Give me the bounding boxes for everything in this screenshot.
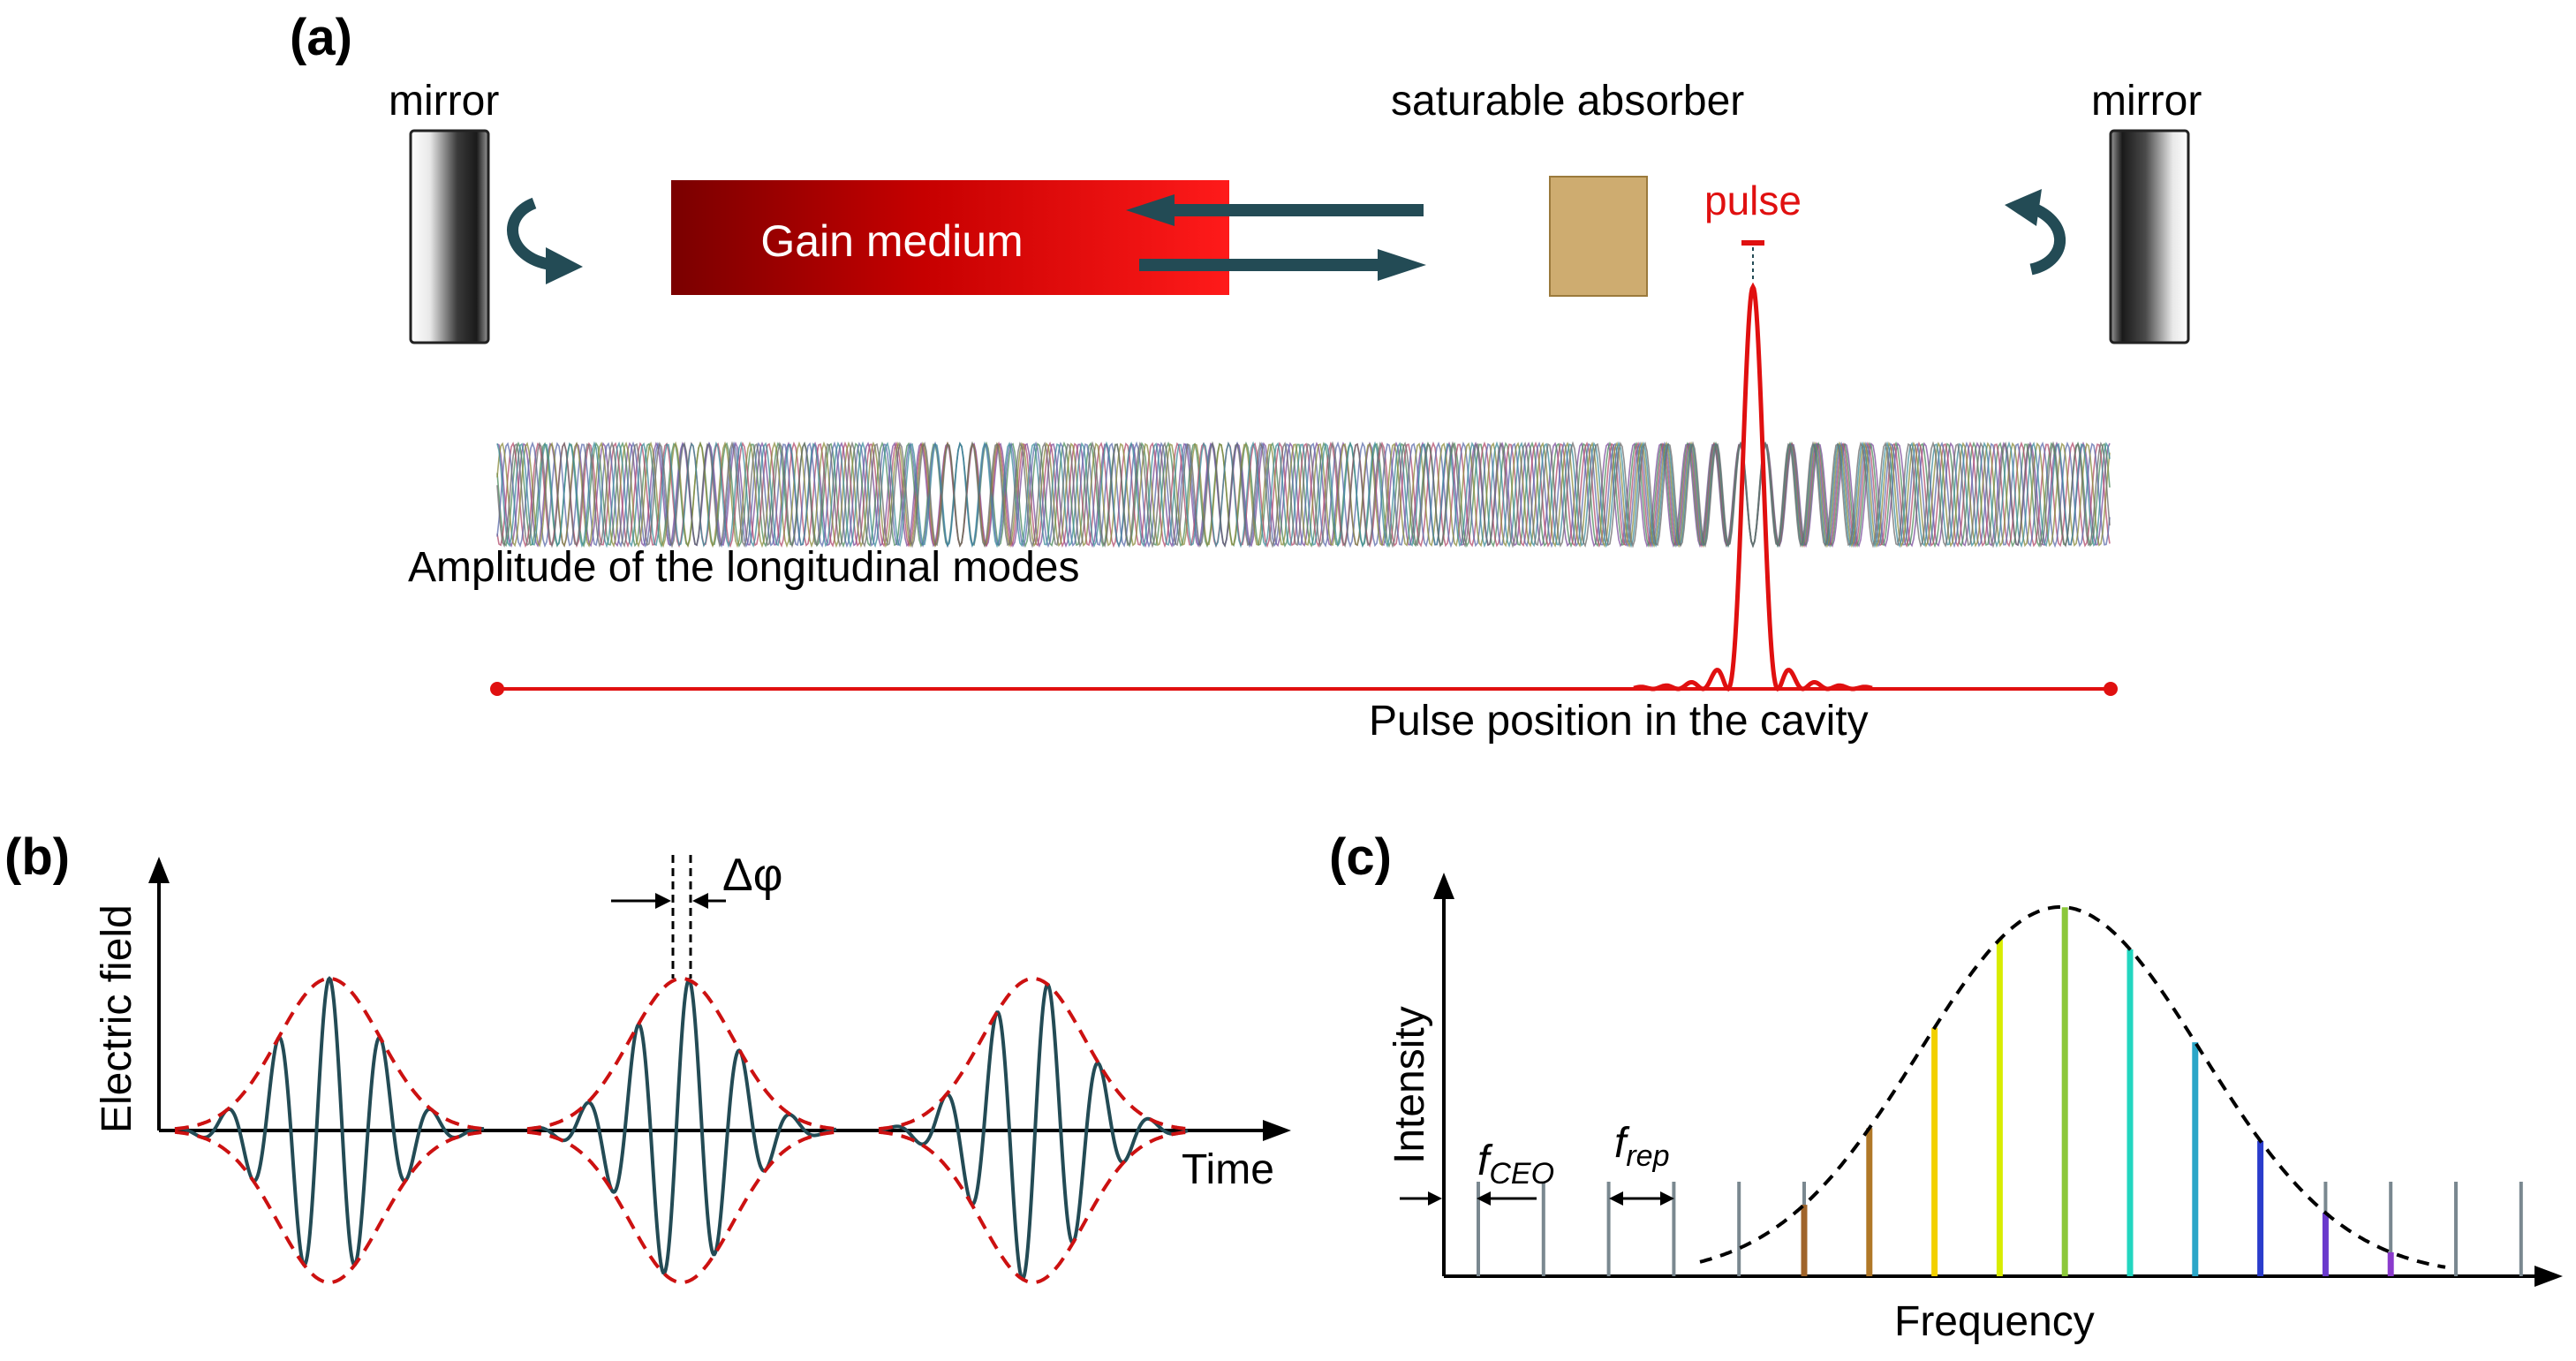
panel-b-x-axis-label: Time: [1182, 1146, 1274, 1193]
longitudinal-mode: [496, 441, 2111, 548]
gain-medium: [671, 180, 1229, 295]
longitudinal-mode: [496, 441, 2111, 548]
panel-c-label: (c): [1329, 828, 1392, 886]
left-mirror: [409, 129, 490, 344]
pulse-envelope: [878, 1130, 1189, 1284]
phase-arrow-left-head-icon: [655, 893, 671, 909]
panel-b-x-axis-arrow-icon: [1263, 1120, 1291, 1141]
f-rep-arrow-right-head-icon: [1660, 1191, 1674, 1206]
f-rep-label: frep: [1614, 1120, 1669, 1173]
panel-b-y-axis-arrow-icon: [148, 857, 170, 883]
panel-a: (a) mirror mirror saturable absorber Gai…: [290, 9, 2202, 745]
pulse-train: [174, 976, 1189, 1284]
forward-propagation-arrow-icon: [1139, 249, 1426, 281]
f-ceo-arrow-left-head-icon: [1428, 1191, 1442, 1206]
f-rep-arrow-left-head-icon: [1609, 1191, 1623, 1206]
panel-b-label: (b): [4, 828, 70, 886]
saturable-absorber-label: saturable absorber: [1391, 78, 1744, 125]
f-ceo-label: fCEO: [1477, 1138, 1554, 1191]
panel-b: (b) Electric field Time Δφ: [4, 828, 1291, 1284]
pulse-envelope: [878, 977, 1189, 1131]
pulse-carrier-wave: [526, 977, 837, 1276]
cavity-axis-label: Pulse position in the cavity: [1369, 698, 1869, 745]
spectral-envelope: [1699, 905, 2446, 1269]
panel-c-y-axis-arrow-icon: [1433, 873, 1454, 899]
panel-b-y-axis-label: Electric field: [94, 904, 140, 1133]
pulse-marker: [1741, 240, 1764, 246]
panel-c: (c) Intensity Frequency fCEO frep: [1329, 828, 2563, 1345]
longitudinal-mode: [496, 441, 2111, 548]
cavity-axis-right-end: [2104, 682, 2118, 696]
frequency-comb: [1477, 907, 2523, 1276]
pulse-carrier-wave: [878, 982, 1189, 1282]
phase-shift-label: Δφ: [722, 850, 782, 901]
backward-propagation-arrow-icon: [1126, 194, 1424, 226]
mirror-left-label: mirror: [389, 78, 499, 125]
right-mirror: [2109, 129, 2190, 344]
pulse-envelope: [526, 1130, 837, 1284]
panel-c-x-axis-label: Frequency: [1894, 1298, 2095, 1345]
pulse-envelope: [174, 977, 485, 1131]
pulse-label: pulse: [1704, 178, 1802, 223]
mode-locked-pulse: [1633, 282, 1873, 692]
cavity-axis-left-end: [490, 682, 504, 696]
pulse-carrier-wave: [174, 976, 485, 1267]
gain-medium-label: Gain medium: [760, 216, 1023, 266]
modes-label: Amplitude of the longitudinal modes: [408, 544, 1079, 591]
longitudinal-modes: [496, 441, 2111, 548]
panel-a-label: (a): [290, 9, 352, 66]
panel-c-y-axis-label: Intensity: [1386, 1006, 1433, 1164]
phase-arrow-right-head-icon: [692, 893, 708, 909]
right-return-arrow-icon: [2005, 189, 2066, 276]
saturable-absorber: [1549, 176, 1648, 297]
pulse-envelope: [526, 977, 837, 1131]
panel-c-x-axis-arrow-icon: [2534, 1266, 2563, 1287]
left-return-arrow-icon: [507, 197, 583, 284]
mirror-right-label: mirror: [2091, 78, 2202, 125]
pulse-envelope: [174, 1130, 485, 1284]
f-ceo-arrow-right-head-icon: [1477, 1191, 1491, 1206]
